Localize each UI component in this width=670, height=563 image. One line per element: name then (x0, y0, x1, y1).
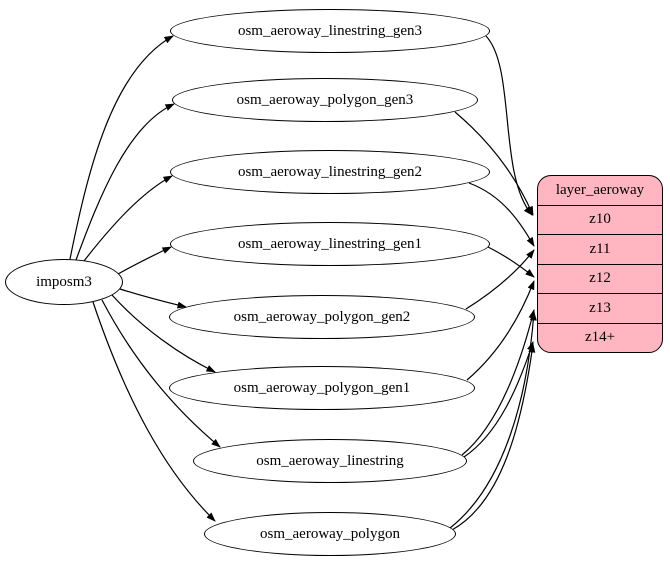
edge-osm_aeroway_linestring-to-z14+ (463, 341, 534, 458)
layer-row-z11: z11 (538, 234, 662, 264)
node-osm-aeroway-linestring: osm_aeroway_linestring (193, 439, 467, 483)
node-label: osm_aeroway_linestring (256, 452, 404, 469)
layer-row-z12: z12 (538, 263, 662, 294)
node-imposm3: imposm3 (5, 259, 123, 305)
edge-osm_aeroway_linestring-to-z13 (461, 309, 536, 456)
node-label: osm_aeroway_linestring_gen3 (237, 22, 423, 39)
node-label: osm_aeroway_linestring_gen2 (237, 163, 423, 180)
edge-imposm3-to-osm_aeroway_linestring_gen1 (117, 246, 172, 275)
edge-osm_aeroway_polygon-to-z13 (449, 311, 537, 529)
node-label: osm_aeroway_polygon_gen2 (233, 308, 411, 325)
node-osm-aeroway-polygon-gen1: osm_aeroway_polygon_gen1 (169, 366, 475, 410)
edge-osm_aeroway_polygon_gen3-to-z10 (454, 111, 534, 216)
edge-osm_aeroway_polygon_gen1-to-z12 (466, 280, 535, 381)
node-label: osm_aeroway_linestring_gen1 (237, 235, 423, 252)
node-osm-aeroway-linestring-gen3: osm_aeroway_linestring_gen3 (170, 9, 490, 53)
layer-row-z10: z10 (538, 204, 662, 235)
edge-imposm3-to-osm_aeroway_polygon_gen3 (75, 103, 175, 261)
node-label: osm_aeroway_polygon_gen1 (233, 379, 411, 396)
edge-imposm3-to-osm_aeroway_polygon (92, 301, 216, 522)
edge-imposm3-to-osm_aeroway_polygon_gen2 (119, 288, 187, 309)
edge-imposm3-to-osm_aeroway_polygon_gen1 (111, 294, 216, 373)
layer-row-z13: z13 (538, 293, 662, 323)
node-imposm3-label: imposm3 (36, 273, 92, 290)
edge-osm_aeroway_linestring_gen2-to-z11 (468, 182, 535, 247)
edge-imposm3-to-osm_aeroway_linestring_gen2 (83, 175, 173, 262)
node-osm-aeroway-linestring-gen2: osm_aeroway_linestring_gen2 (170, 150, 490, 194)
node-label: osm_aeroway_polygon_gen3 (236, 91, 414, 108)
node-osm-aeroway-linestring-gen1: osm_aeroway_linestring_gen1 (170, 222, 490, 266)
edge-imposm3-to-osm_aeroway_linestring (101, 299, 221, 448)
edge-osm_aeroway_polygon-to-z14+ (451, 343, 536, 531)
layer-record-header: layer_aeroway (555, 181, 645, 198)
edge-imposm3-to-osm_aeroway_linestring_gen3 (69, 35, 174, 260)
node-label: osm_aeroway_polygon (260, 525, 400, 542)
node-osm-aeroway-polygon: osm_aeroway_polygon (204, 512, 456, 556)
node-osm-aeroway-polygon-gen2: osm_aeroway_polygon_gen2 (169, 295, 475, 339)
edge-osm_aeroway_linestring_gen1-to-z12 (487, 246, 535, 278)
layer-aeroway-record: layer_aeroway z10 z11 z12 z13 z14+ (537, 175, 663, 353)
edge-osm_aeroway_linestring_gen3-to-z10 (485, 35, 533, 216)
edge-osm_aeroway_polygon_gen2-to-z11 (465, 249, 535, 310)
node-osm-aeroway-polygon-gen3: osm_aeroway_polygon_gen3 (172, 78, 478, 122)
layer-row-z14plus: z14+ (538, 322, 662, 353)
